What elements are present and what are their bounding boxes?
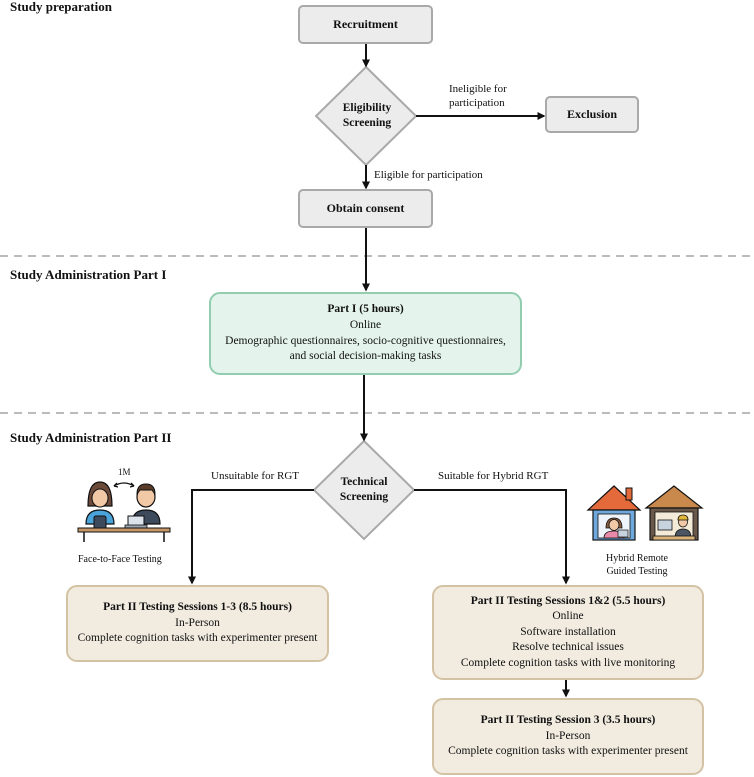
ineligible-line-1: Ineligible for: [449, 83, 507, 95]
exclusion-box: Exclusion: [545, 96, 639, 133]
hybrid12-title: Part II Testing Sessions 1&2 (5.5 hours): [470, 594, 666, 607]
session3-box: Part II Testing Session 3 (3.5 hours) In…: [432, 698, 704, 775]
recruitment-box: Recruitment: [298, 5, 433, 44]
hybrid-caption-line-2: Guided Testing: [606, 566, 668, 577]
session3-title: Part II Testing Session 3 (3.5 hours): [480, 714, 656, 727]
part1-line-1: Online: [349, 318, 382, 331]
session3-line-1: In-Person: [545, 729, 591, 742]
arrow-technical-inperson: [188, 489, 314, 585]
hybrid-caption: Hybrid Remote Guided Testing: [606, 552, 668, 578]
hybrid12-line-4: Complete cognition tasks with live monit…: [460, 656, 676, 669]
part1-box: Part I (5 hours) Online Demographic ques…: [209, 292, 522, 375]
section-title-preparation: Study preparation: [10, 0, 112, 14]
technical-line-2: Screening: [339, 491, 389, 503]
hybrid12-line-2: Software installation: [520, 625, 616, 638]
eligibility-line-1: Eligibility: [342, 102, 392, 115]
exclusion-label: Exclusion: [566, 107, 617, 122]
technical-diamond: [312, 439, 416, 541]
eligibility-line-2: Screening: [342, 117, 392, 129]
obtain-consent-box: Obtain consent: [298, 189, 433, 228]
section-title-part1: Study Administration Part I: [10, 267, 167, 282]
unsuitable-edge-label: Unsuitable for RGT: [211, 470, 299, 482]
distance-label: 1M: [118, 467, 131, 477]
recruitment-label: Recruitment: [333, 17, 398, 32]
arrow-technical-hybrid: [414, 489, 570, 585]
ineligible-line-2: participation: [449, 97, 505, 110]
suitable-edge-label: Suitable for Hybrid RGT: [438, 470, 549, 482]
part1-title: Part I (5 hours): [327, 303, 404, 316]
session3-line-2: Complete cognition tasks with experiment…: [448, 745, 688, 758]
part1-line-3: and social decision-making tasks: [289, 350, 442, 363]
face-to-face-caption: Face-to-Face Testing: [78, 554, 162, 565]
hybrid12-line-1: Online: [552, 610, 584, 623]
inperson-line-1: In-Person: [175, 616, 220, 629]
part1-line-2: Demographic questionnaires, socio-cognit…: [225, 334, 506, 347]
obtain-consent-label: Obtain consent: [326, 201, 405, 216]
technical-line-1: Technical: [340, 476, 388, 489]
section-title-part2: Study Administration Part II: [10, 430, 172, 445]
ineligible-edge-label: Ineligible for participation: [449, 82, 507, 111]
inperson-sessions-box: Part II Testing Sessions 1-3 (8.5 hours)…: [66, 585, 329, 662]
hybrid12-line-3: Resolve technical issues: [512, 641, 624, 654]
eligibility-screening-label: Eligibility Screening: [322, 96, 412, 136]
technical-screening-label: Technical Screening: [320, 470, 408, 510]
eligible-edge-label: Eligible for participation: [374, 169, 483, 181]
inperson-title: Part II Testing Sessions 1-3 (8.5 hours): [103, 601, 292, 614]
hybrid-sessions-box: Part II Testing Sessions 1&2 (5.5 hours)…: [432, 585, 704, 680]
hybrid-remote-testing-icon: [586, 485, 704, 541]
inperson-line-2: Complete cognition tasks with experiment…: [77, 632, 318, 645]
face-to-face-testing-icon: [77, 481, 171, 542]
hybrid-caption-line-1: Hybrid Remote: [606, 553, 668, 564]
